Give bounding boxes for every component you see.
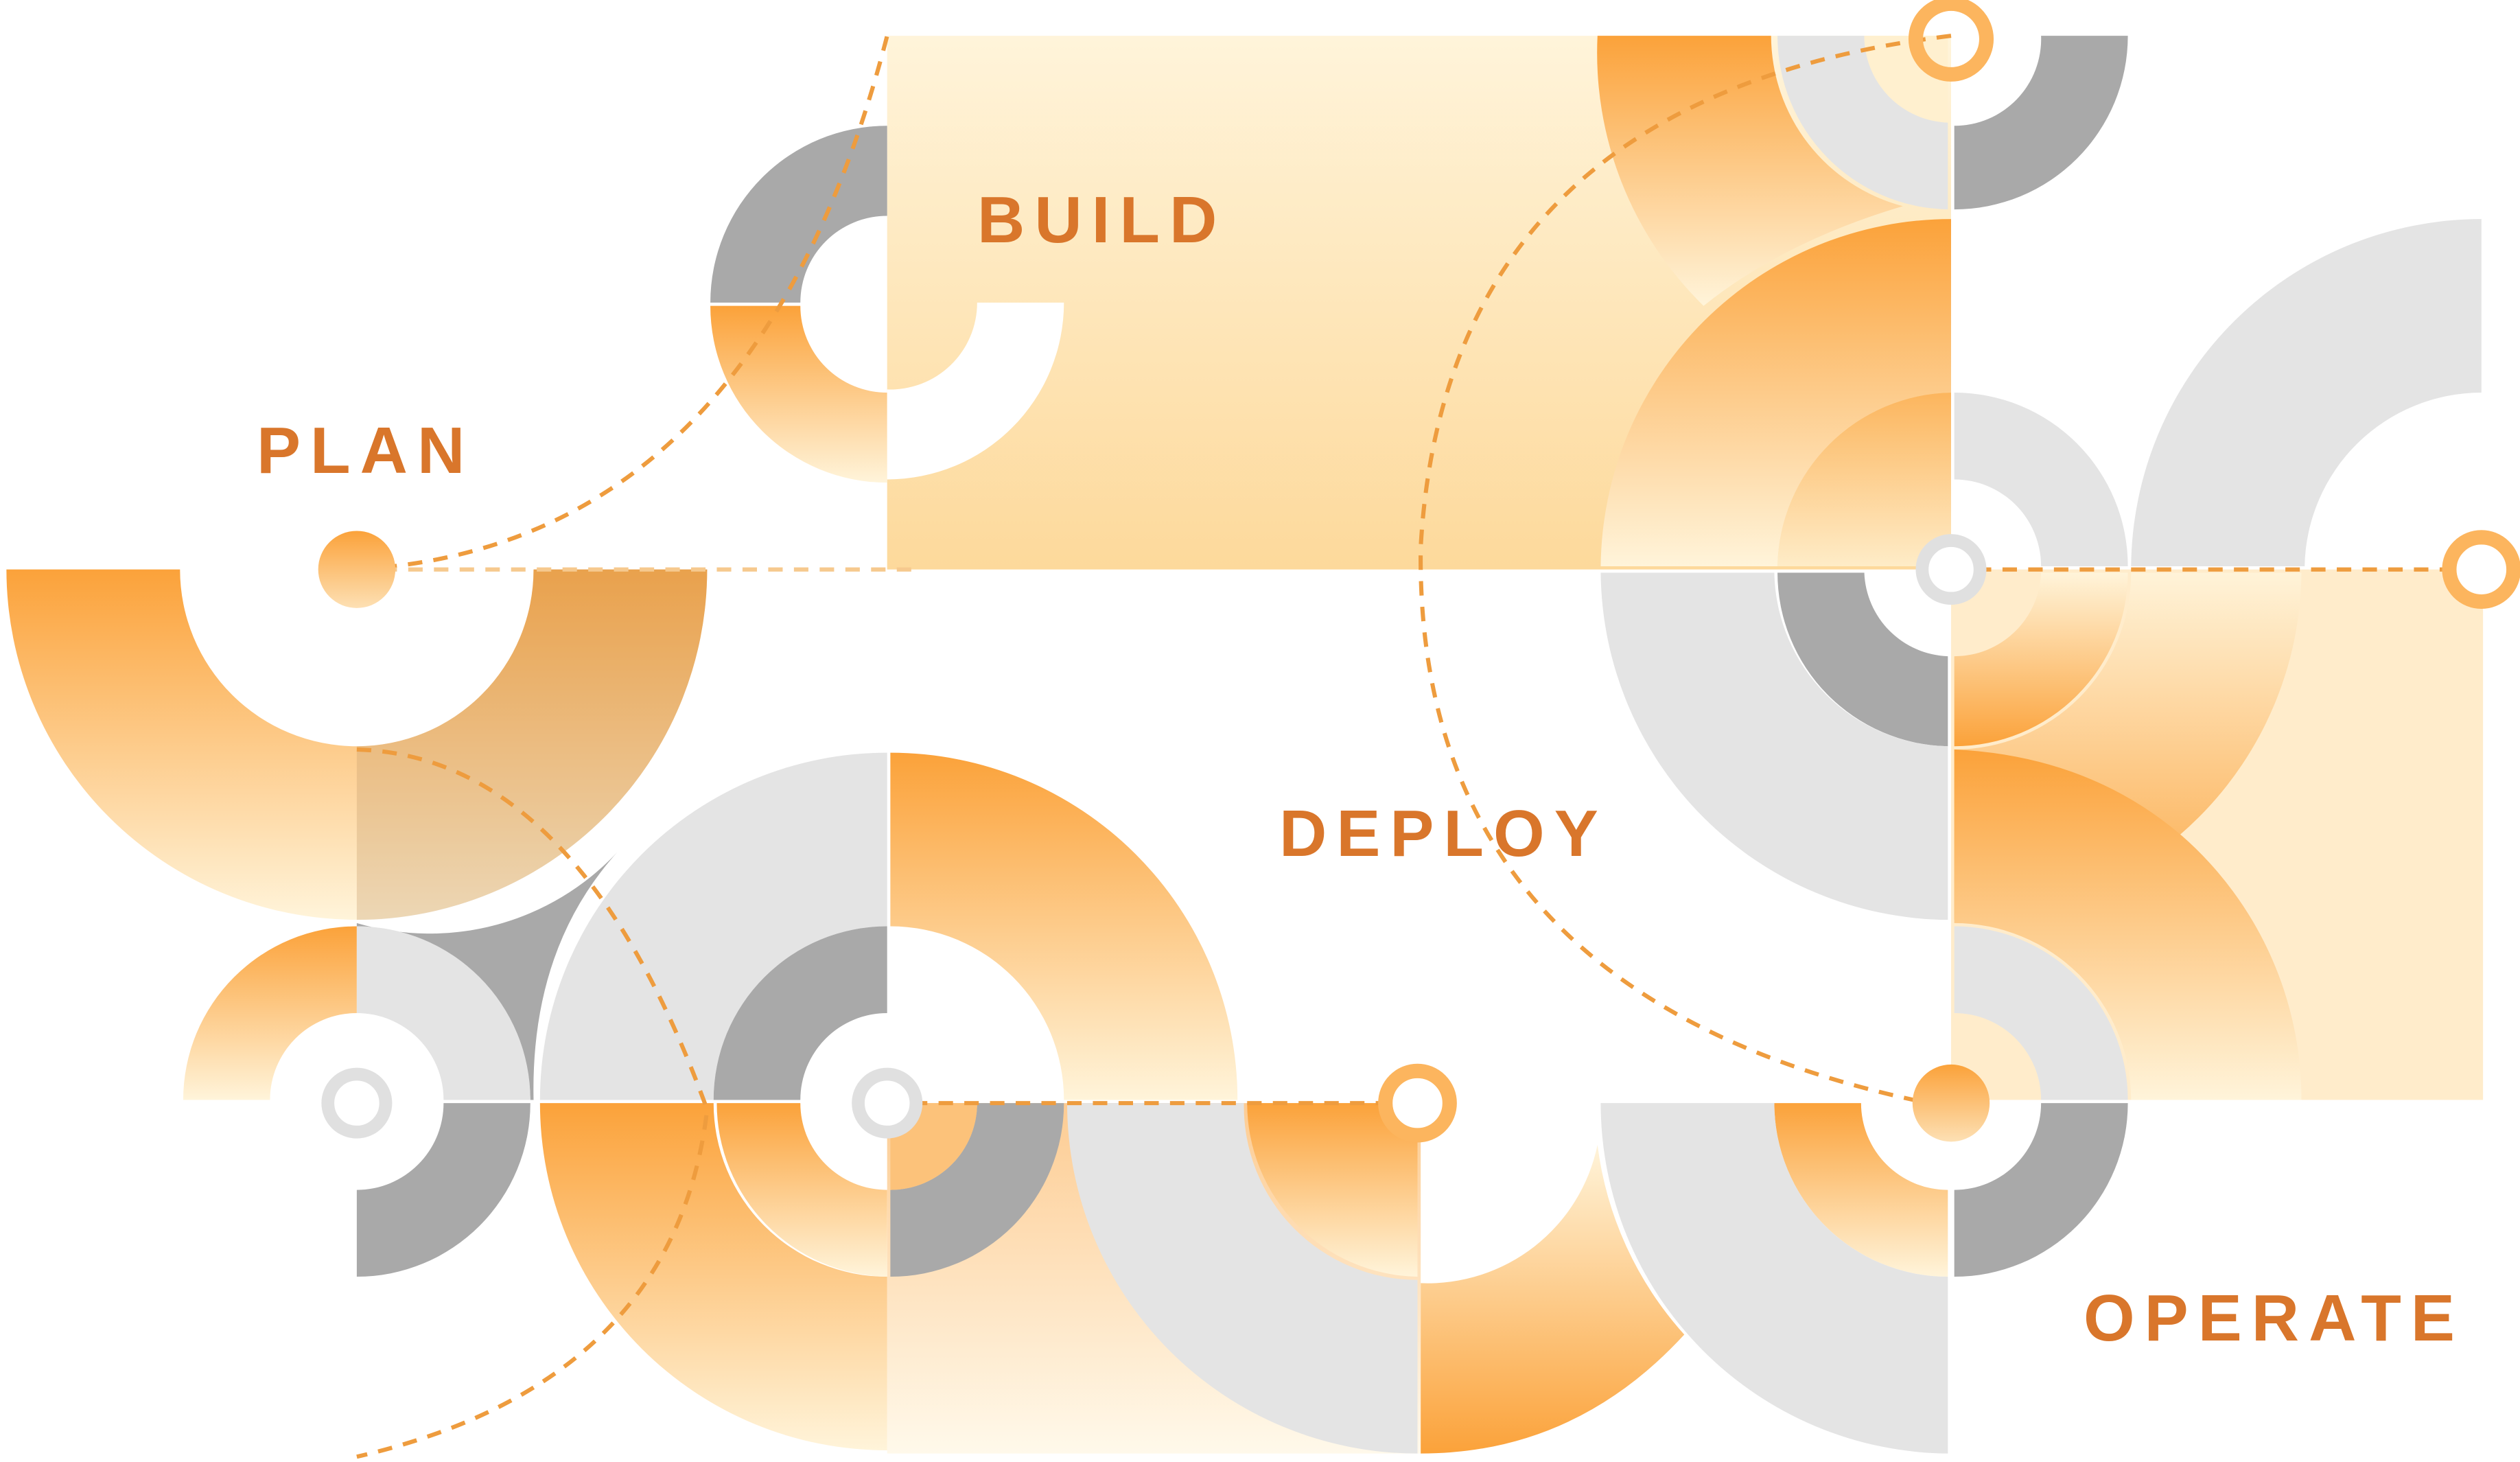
- build-label: BUILD: [977, 183, 1227, 257]
- operate-ring-light: [1954, 926, 2128, 1100]
- plan-to-build-curve: [356, 35, 889, 572]
- deploy-node-ring: [1378, 1063, 1457, 1143]
- operate-orange-lower: [1954, 749, 2302, 1100]
- build-ring-hook: [887, 302, 1064, 480]
- deploy-cluster: [539, 752, 1685, 1454]
- operate-node-ring: [2442, 530, 2520, 610]
- mid-ring-dark: [1777, 572, 1948, 747]
- deploy-orange-ring: [1247, 1103, 1418, 1277]
- plan-label: PLAN: [257, 414, 475, 487]
- plan-overlap-quarter: [356, 569, 708, 920]
- build-node-ring: [1908, 0, 1994, 82]
- deploy-orange-quarter: [890, 752, 1238, 1100]
- gray-node-3: [321, 1067, 393, 1139]
- top-ring-light: [1777, 36, 1948, 210]
- plan-small-ring-light: [356, 926, 530, 1100]
- gray-node-2: [852, 1067, 923, 1139]
- mid-ring-orange-bottom: [1954, 572, 2128, 747]
- deploy-bottom-left-quarter: [539, 1103, 887, 1450]
- plan-half-ring: [6, 569, 708, 920]
- deploy-label: DEPLOY: [1279, 797, 1608, 870]
- plan-node: [318, 531, 396, 608]
- top-orange-quarter: [1597, 36, 1903, 306]
- plan-down-curve: [356, 747, 710, 1459]
- node-dots: [318, 0, 2520, 1143]
- bottom-gray-quarter: [1600, 1103, 1948, 1454]
- plan-small-ring-dark: [356, 1103, 530, 1277]
- deploy-big-quarter: [1600, 219, 1951, 566]
- deploy-orange-right: [1421, 1145, 1685, 1454]
- top-right-cluster: [1597, 36, 2482, 1454]
- deploy-big-circle: [1419, 34, 1952, 1106]
- build-ring-orange: [710, 305, 887, 483]
- deploy-gray-quarter: [539, 752, 887, 1100]
- operate-gray-quarter: [1600, 572, 1948, 920]
- plan-small-ring-orange: [183, 926, 357, 1100]
- plan-gray-wedge: [356, 852, 618, 1100]
- gray-node-1: [1915, 534, 1987, 605]
- build-ring-gray: [710, 126, 887, 303]
- operate-label: OPERATE: [2084, 1281, 2464, 1355]
- dashed-connectors: [356, 34, 2482, 1459]
- operate-ring-dark: [1954, 1103, 2128, 1277]
- operate-node-solid: [1912, 1064, 1990, 1142]
- right-gray-arc: [2131, 219, 2482, 566]
- mid-ring-light-top: [1954, 393, 2128, 566]
- top-ring-dark: [1954, 36, 2128, 210]
- deploy-ring-orange-left: [716, 1103, 887, 1277]
- operate-ring-orange: [1774, 1103, 1948, 1277]
- deploy-inner-quarter: [1777, 393, 1951, 566]
- deploy-ring-dark-top: [713, 926, 887, 1100]
- deploy-gray-half-ring: [1066, 1103, 1418, 1454]
- deploy-ring-dark-bottom: [890, 1103, 1064, 1277]
- plan-cluster: [6, 569, 708, 1277]
